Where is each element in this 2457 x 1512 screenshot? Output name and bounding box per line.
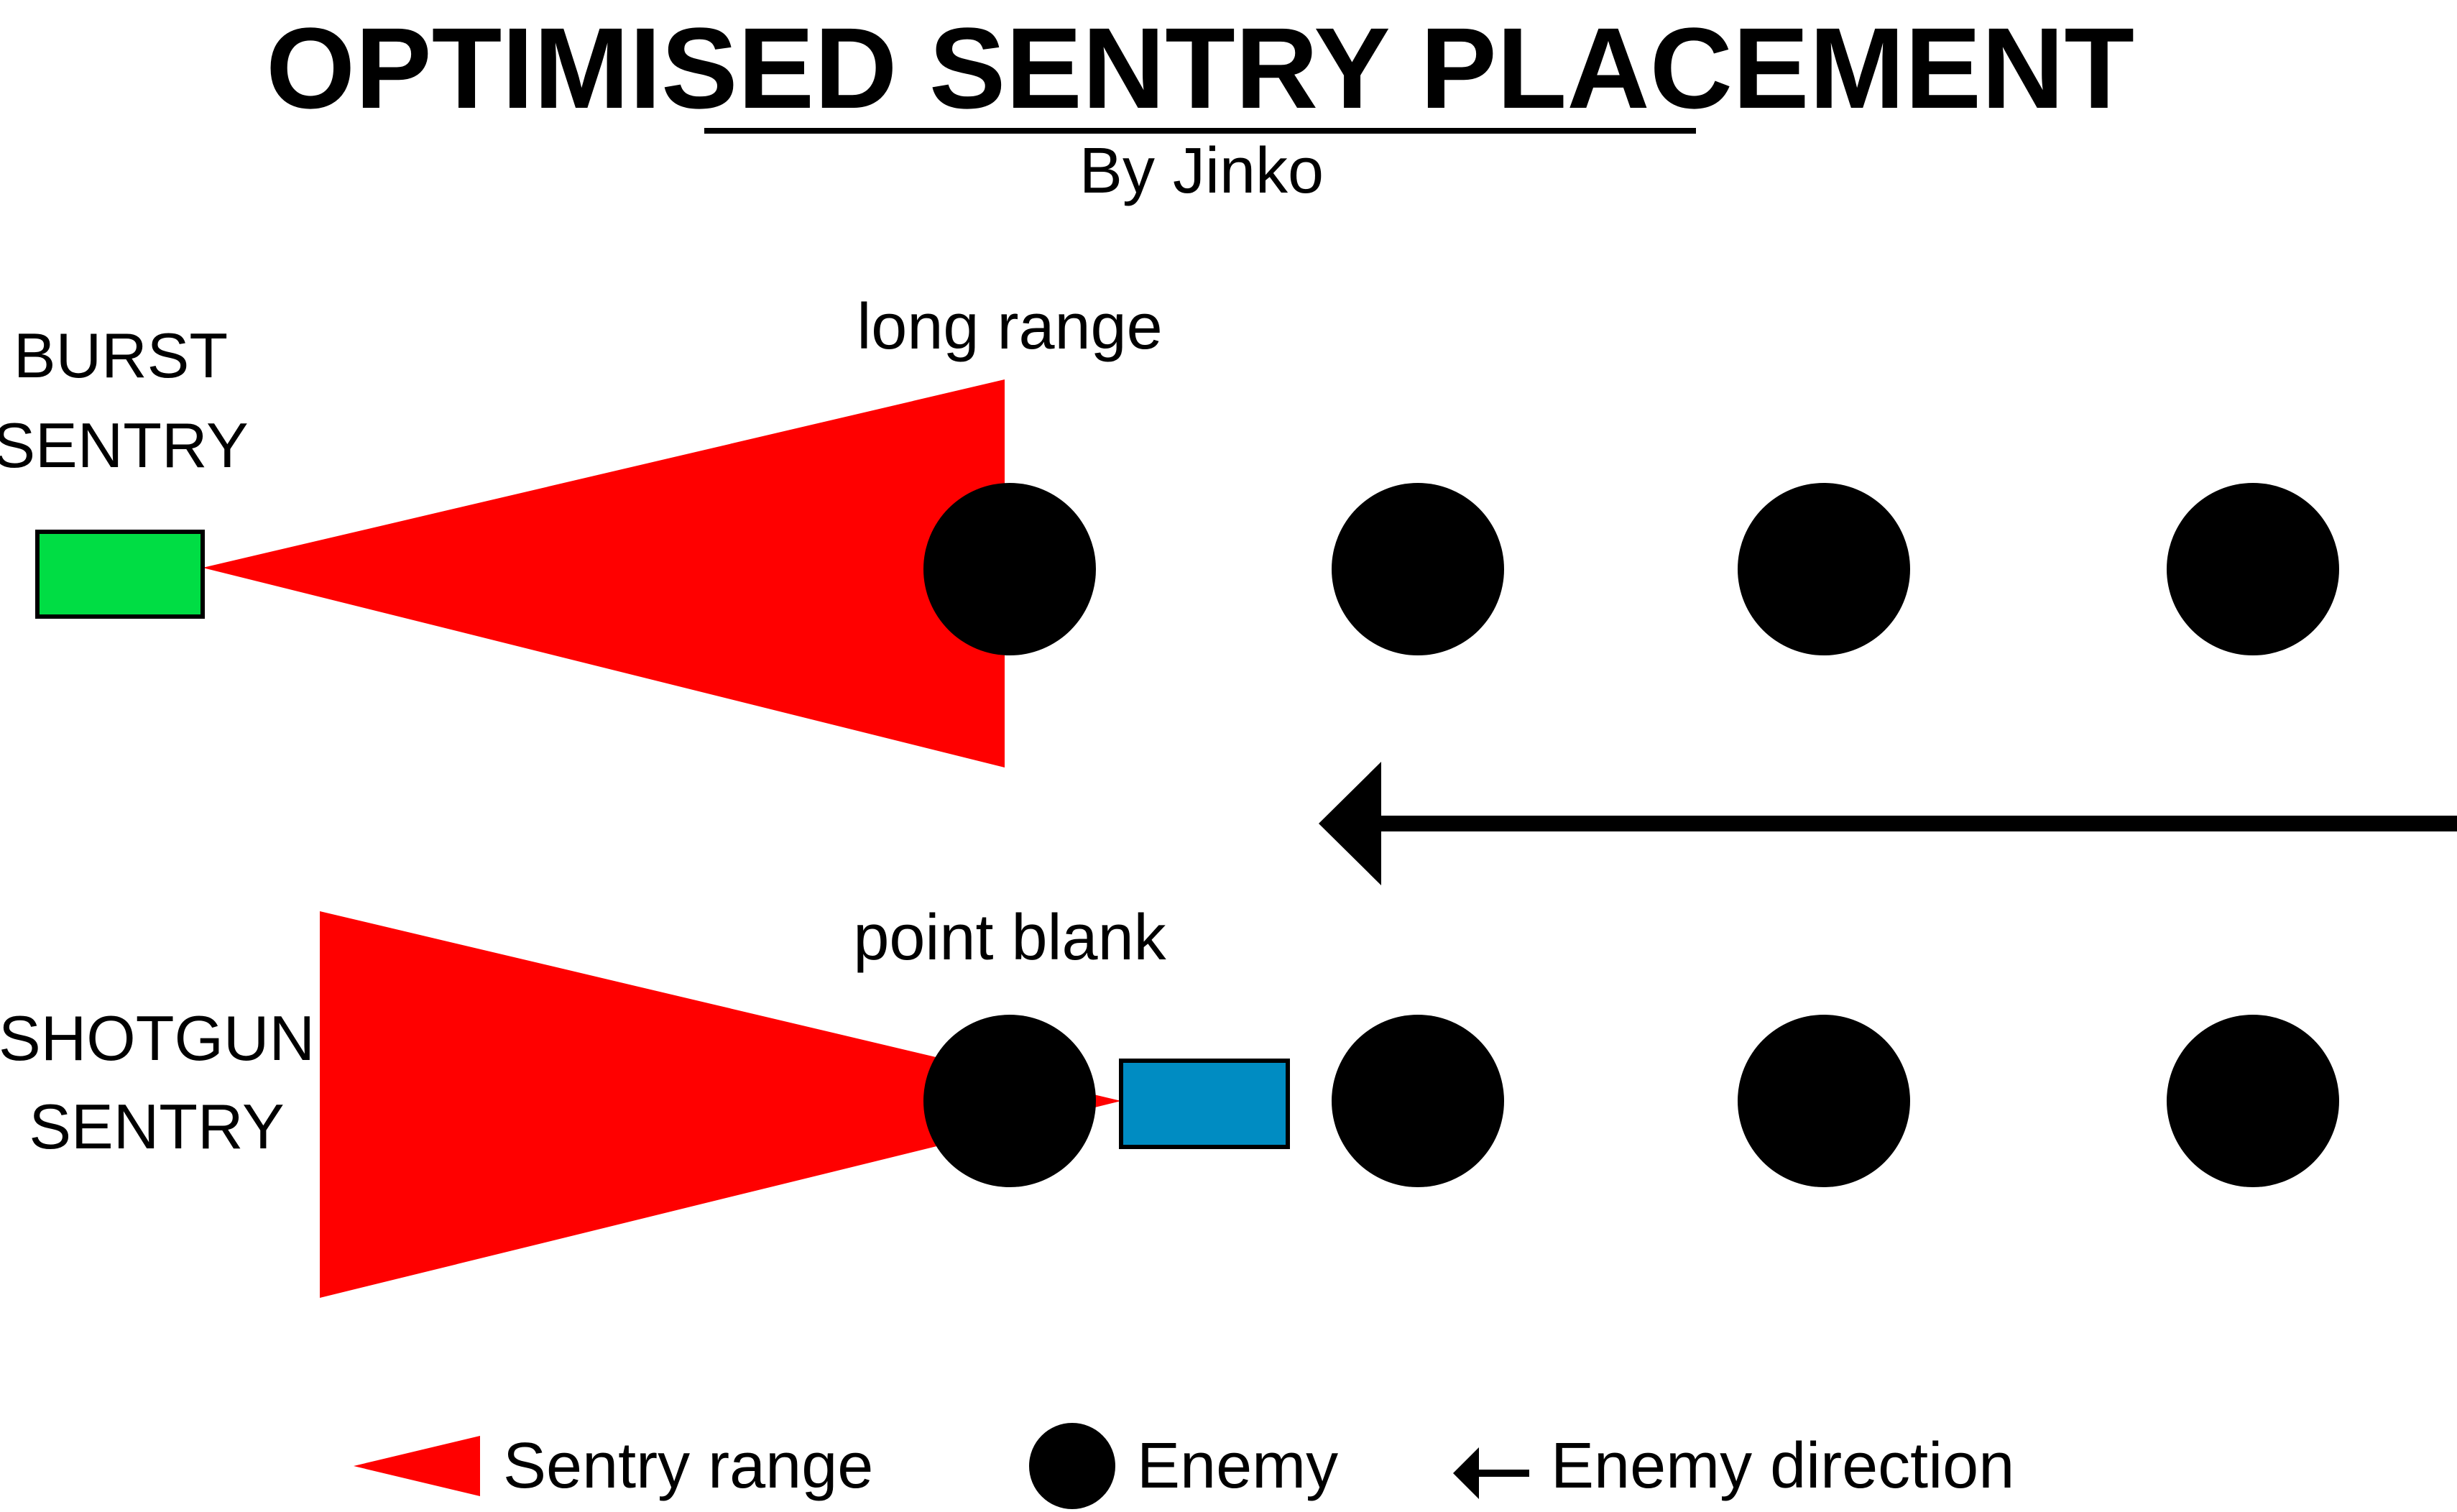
enemy-direction-legend-icon <box>1453 1447 1529 1499</box>
shotgun-sentry-label-line2: SENTRY <box>29 1091 284 1162</box>
legend-enemy-label: Enemy <box>1137 1430 1338 1502</box>
legend-sentry-range-label: Sentry range <box>503 1430 873 1502</box>
enemy <box>923 1015 1096 1187</box>
enemy <box>1332 1015 1504 1187</box>
burst-sentry <box>35 530 205 619</box>
point-blank-label: point blank <box>853 902 1166 974</box>
long-range-label: long range <box>857 291 1162 363</box>
enemy <box>2167 1015 2339 1187</box>
byline: By Jinko <box>1079 135 1324 207</box>
enemy-legend-swatch <box>1029 1423 1115 1509</box>
enemy <box>1738 1015 1910 1187</box>
burst-sentry-label-line2: SENTRY <box>0 410 249 481</box>
shotgun-sentry-range-cone <box>320 911 1121 1298</box>
enemy-direction-arrow <box>1319 762 2457 885</box>
enemy <box>1738 483 1910 655</box>
enemy <box>1332 483 1504 655</box>
diagram-title: OPTIMISED SENTRY PLACEMENT <box>266 4 2134 132</box>
enemy <box>2167 483 2339 655</box>
sentry-range-legend-swatch <box>354 1436 480 1496</box>
enemy <box>923 483 1096 655</box>
legend-enemy-direction-label: Enemy direction <box>1551 1430 2014 1502</box>
legend: Sentry range Enemy Enemy direction <box>354 1423 2014 1509</box>
burst-sentry-label-line1: BURST <box>14 320 228 391</box>
shotgun-sentry <box>1119 1059 1290 1149</box>
burst-sentry-range-cone <box>203 379 1005 767</box>
shotgun-sentry-label-line1: SHOTGUN <box>0 1002 315 1074</box>
